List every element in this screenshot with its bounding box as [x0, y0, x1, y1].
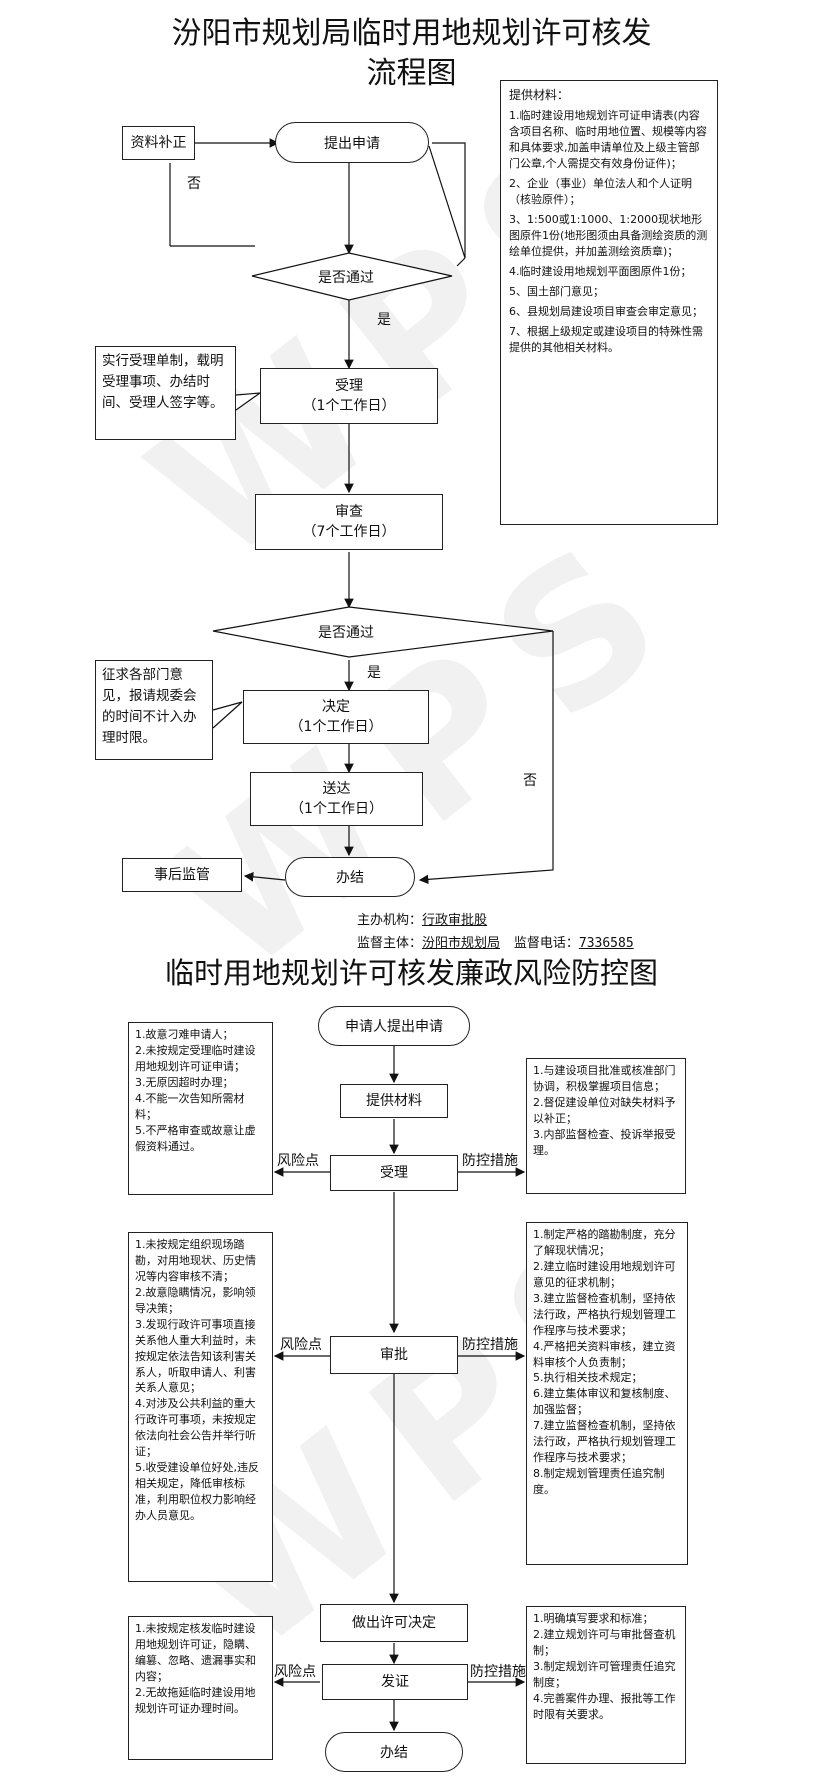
control-item: 2.建立临时建设用地规划许可意见的征求机制；: [533, 1259, 676, 1289]
accept-days: （1个工作日）: [302, 398, 396, 414]
apply-node: 提出申请: [275, 122, 429, 163]
issue-controls-box: 1.明确填写要求和标准； 2.建立规划许可与审批督查机制； 3.制定规划许可管理…: [526, 1606, 686, 1764]
risk-item: 3.发现行政许可事项直接关系他人重大利益时，未按规定依法告知该利害关系人，听取申…: [135, 1317, 256, 1395]
materials-item: 5、国土部门意见；: [509, 284, 604, 298]
control-item: 7.建立监督检查机制，坚持依法行政，严格执行规划管理工作程序与技术要求；: [533, 1419, 676, 1465]
risk-item: 2.未按规定受理临时建设用地规划许可证申请；: [135, 1043, 256, 1073]
decide-note: 征求各部门意见，报请规委会的时间不计入办理时限。: [95, 660, 213, 760]
start-node: 申请人提出申请: [318, 1006, 470, 1046]
no-label-2: 否: [523, 773, 537, 789]
risk-item: 2.故意隐瞒情况，影响领导决策；: [135, 1285, 256, 1315]
risk-item: 1.未按规定核发临时建设用地规划许可证，隐瞒、编篡、忽略、遗漏事实和内容；: [135, 1622, 256, 1683]
risk-item: 2.无故拖延临时建设用地规划许可证办理时间。: [135, 1685, 256, 1715]
decide-title: 决定: [322, 698, 350, 715]
control-item: 1.制定严格的踏勘制度，充分了解现状情况；: [533, 1228, 676, 1257]
approve-controls-box: 1.制定严格的踏勘制度，充分了解现状情况； 2.建立临时建设用地规划许可意见的征…: [526, 1222, 688, 1565]
deliver-days: （1个工作日）: [290, 801, 383, 817]
risk-item: 4.对涉及公共利益的重大行政许可事项，未按规定依法向社会公告并举行听证；: [135, 1397, 256, 1459]
materials-item: 6、县规划局建设项目审查会审定意见；: [509, 304, 703, 318]
risk-item: 5.不严格审查或故意让虚假资料通过。: [135, 1123, 256, 1153]
decide-node: 决定 （1个工作日）: [243, 690, 429, 744]
materials-heading: 提供材料：: [509, 88, 570, 102]
accept-title: 受理: [335, 377, 363, 394]
review-node: 审查 （7个工作日）: [255, 494, 443, 550]
supervisor-line: 监督主体：汾阳市规划局 监督电话：7336585: [357, 932, 634, 951]
risk-item: 1.故意刁难申请人；: [135, 1028, 234, 1041]
issue-node: 发证: [322, 1664, 468, 1700]
phone-value: 7336585: [578, 936, 634, 951]
yes-label-1: 是: [377, 312, 391, 328]
decide-node-2: 做出许可决定: [320, 1604, 468, 1642]
review-title: 审查: [335, 503, 363, 520]
materials-item: 1.临时建设用地规划许可证申请表(内容含项目名称、临时用地位置、规模等内容和具体…: [509, 109, 707, 171]
control-item: 3.制定规划许可管理责任追究制度；: [533, 1659, 676, 1689]
phone-label: 监督电话：: [513, 936, 579, 951]
control-item: 3.内部监督检查、投诉举报受理。: [533, 1127, 676, 1157]
risk-item: 1.未按规定组织现场踏勘，对用地现状、历史情况等内容审核不清；: [135, 1238, 256, 1283]
risk-point-label: 风险点: [277, 1153, 319, 1169]
accept-node: 受理 （1个工作日）: [260, 368, 438, 424]
deliver-title: 送达: [322, 780, 351, 797]
deliver-node: 送达 （1个工作日）: [250, 772, 423, 826]
materials-item: 7、根据上级规定或建设项目的特殊性需提供的其他相关材料。: [509, 324, 703, 354]
control-measures-label: 防控措施: [462, 1337, 518, 1353]
materials-node: 提供材料: [340, 1084, 448, 1118]
supervisor-value: 汾阳市规划局: [422, 936, 501, 951]
control-item: 1.与建设项目批准或核准部门协调，积极掌握项目信息；: [533, 1064, 676, 1093]
pass-check-1-text: 是否通过: [318, 270, 374, 286]
decide-days: （1个工作日）: [289, 719, 383, 735]
review-days: （7个工作日）: [302, 524, 396, 540]
control-item: 1.明确填写要求和标准；: [533, 1612, 654, 1625]
organizer-label: 主办机构：: [357, 913, 423, 928]
materials-item: 2、企业（事业）单位法人和个人证明（核验原件）；: [509, 177, 692, 207]
approve-node: 审批: [330, 1336, 458, 1374]
yes-label-2: 是: [367, 665, 381, 681]
no-label-supplement: 否: [187, 176, 201, 192]
organizer-value: 行政审批股: [422, 913, 488, 928]
risk-point-label: 风险点: [280, 1337, 322, 1353]
materials-item: 3、1:500或1:1000、1:2000现状地形图原件1份(地形图须由具备测绘…: [509, 213, 708, 258]
flow1-title-line2: 流程图: [366, 56, 457, 91]
control-item: 3.建立监督检查机制，坚持依法行政，严格执行规划管理工作程序与技术要求；: [533, 1291, 676, 1337]
control-item: 5.执行相关技术规定；: [533, 1371, 643, 1385]
flow1-title-line1: 汾阳市规划局临时用地规划许可核发: [171, 16, 652, 51]
issue-risks-box: 1.未按规定核发临时建设用地规划许可证，隐瞒、编篡、忽略、遗漏事实和内容； 2.…: [128, 1616, 273, 1760]
control-measures-label: 防控措施: [470, 1664, 526, 1680]
accept-node-2: 受理: [330, 1155, 458, 1191]
flow2-title: 临时用地规划许可核发廉政风险防控图: [164, 956, 658, 990]
finish-node-2: 办结: [325, 1732, 463, 1772]
risk-item: 4.不能一次告知所需材料；: [135, 1091, 245, 1121]
materials-note: 提供材料： 1.临时建设用地规划许可证申请表(内容含项目名称、临时用地位置、规模…: [500, 80, 718, 525]
control-item: 4.完善案件办理、报批等工作时限有关要求。: [533, 1691, 676, 1721]
control-item: 8.制定规划管理责任追究制度。: [533, 1467, 665, 1496]
supervise-box: 事后监管: [122, 858, 242, 892]
control-measures-label: 防控措施: [462, 1153, 518, 1169]
control-item: 2.督促建设单位对缺失材料予以补正；: [533, 1095, 676, 1125]
organizer-line: 主办机构：行政审批股: [357, 909, 487, 928]
supplement-box: 资料补正: [122, 126, 195, 160]
risk-point-label: 风险点: [274, 1664, 316, 1680]
approve-risks-box: 1.未按规定组织现场踏勘，对用地现状、历史情况等内容审核不清； 2.故意隐瞒情况…: [128, 1232, 273, 1582]
materials-item: 4.临时建设用地规划平面图原件1份；: [509, 264, 692, 278]
accept-note: 实行受理单制，载明受理事项、办结时间、受理人签字等。: [95, 346, 236, 440]
risk-item: 5.收受建设单位好处,违反相关规定，降低审核标准，利用职位权力影响经办人员意见。: [135, 1461, 259, 1522]
supervisor-label: 监督主体：: [357, 936, 423, 951]
control-item: 2.建立规划许可与审批督查机制；: [533, 1627, 676, 1657]
risk-item: 3.无原因超时办理；: [135, 1075, 234, 1089]
accept-controls-box: 1.与建设项目批准或核准部门协调，积极掌握项目信息； 2.督促建设单位对缺失材料…: [526, 1058, 686, 1194]
accept-risks-box: 1.故意刁难申请人； 2.未按规定受理临时建设用地规划许可证申请； 3.无原因超…: [128, 1022, 273, 1195]
control-item: 6.建立集体审议和复核制度、加强监督；: [533, 1387, 676, 1417]
control-item: 4.严格把关资料审核，建立资料审核个人负责制；: [533, 1339, 676, 1369]
finish-node-1: 办结: [285, 857, 415, 897]
pass-check-2-text: 是否通过: [318, 625, 374, 641]
